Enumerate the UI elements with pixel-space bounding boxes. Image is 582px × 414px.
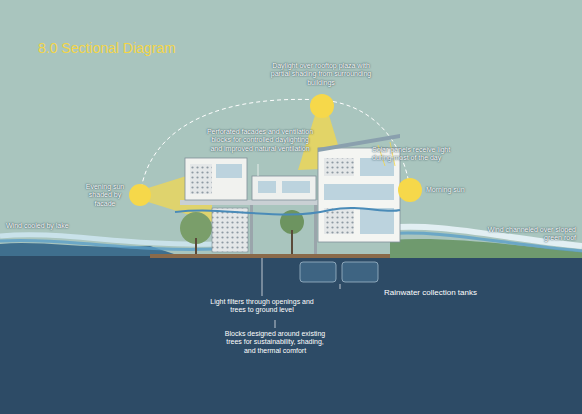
ground-section	[0, 256, 582, 414]
ventilation-block	[212, 208, 248, 252]
annotation-label: Rainwater collection tanks	[384, 288, 494, 298]
evening-sun	[129, 184, 151, 206]
left-block	[185, 158, 247, 200]
annotation-label: Solar panels receive light during most o…	[372, 146, 462, 163]
water-tank	[342, 262, 378, 282]
leader-line	[390, 142, 395, 166]
morning-sun	[398, 178, 422, 202]
right-block	[318, 148, 400, 242]
window	[216, 164, 242, 178]
noon-sun	[310, 94, 334, 118]
leader-line	[275, 320, 276, 328]
central-block	[252, 176, 316, 200]
tree-trunk	[291, 230, 293, 254]
leader-line	[340, 284, 341, 289]
perforated-facade	[190, 164, 212, 194]
annotation-label: Evening sun shaded by facade	[78, 183, 132, 208]
water-tank	[300, 262, 336, 282]
annotation-label: Daylight over rooftop plaza with partial…	[262, 62, 380, 87]
leader-line	[262, 258, 263, 296]
perforated-facade	[324, 158, 354, 176]
window	[282, 181, 310, 193]
tree-trunk	[195, 238, 197, 254]
window	[360, 208, 394, 234]
wind-flow	[0, 241, 215, 250]
annotation-label: Wind channeled over sloped green roof	[486, 226, 576, 243]
annotation-label: Light filters through openings and trees…	[206, 298, 318, 315]
blue-ribbon	[175, 208, 400, 215]
annotation-label: Wind cooled by lake	[6, 222, 96, 230]
annotation-label: Perforated facades and ventilation block…	[205, 128, 315, 153]
annotation-label: Morning sun	[426, 186, 486, 194]
wind-flow	[385, 227, 582, 246]
diagram-title: 8.0 Sectional Diagram	[38, 40, 176, 56]
window	[324, 184, 394, 200]
annotation-label: Blocks designed around existing trees fo…	[222, 330, 328, 355]
floor-slab	[180, 200, 328, 205]
window	[258, 181, 276, 193]
leader-line	[258, 164, 259, 176]
perforated-facade	[324, 208, 354, 234]
